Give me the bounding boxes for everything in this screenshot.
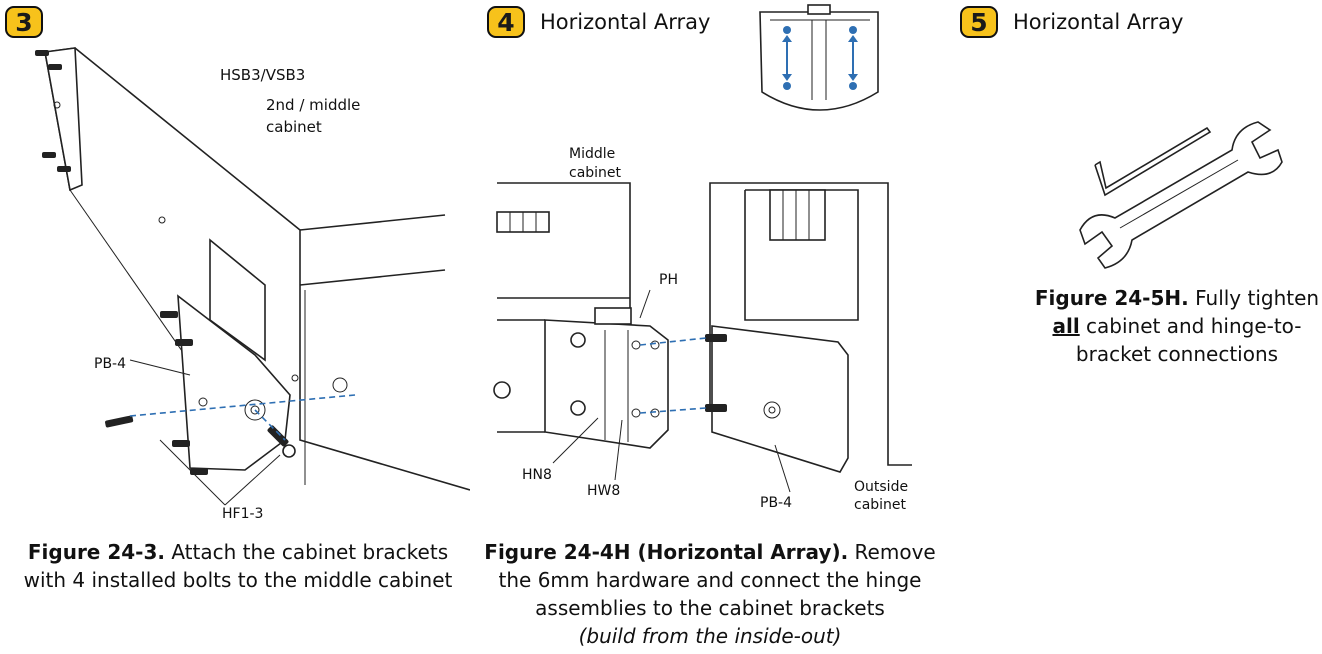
figure-3-illustration [35, 47, 470, 506]
fig3-label-cabinet-1: 2nd / middle [266, 96, 361, 114]
fig4-label-middle-2: cabinet [569, 165, 622, 181]
fig4-label-washer: HW8 [587, 483, 621, 499]
figure-5-caption: Figure 24-5H. Fully tighten all cabinet … [1034, 286, 1320, 366]
fig4-label-hinge: PH [659, 272, 678, 288]
fig3-label-bolts: HF1-3 [222, 506, 264, 522]
step-4-title: Horizontal Array [540, 10, 711, 34]
wrench-and-hex-key-icon [1079, 121, 1283, 269]
fig4-label-nut: HN8 [522, 467, 552, 483]
figure-4-caption: Figure 24-4H (Horizontal Array). Remove … [484, 540, 936, 648]
step-5-badge: 5 [960, 6, 998, 38]
fig3-label-cabinet-2: cabinet [266, 118, 322, 136]
figure-4-illustration [493, 4, 1283, 493]
step-5-title: Horizontal Array [1013, 10, 1184, 34]
step-4-badge: 4 [487, 6, 525, 38]
fig3-label-model: HSB3/VSB3 [220, 66, 306, 84]
inset-top-view [759, 4, 879, 111]
fig3-label-bracket: PB-4 [94, 356, 127, 372]
fig4-label-middle-1: Middle [569, 146, 616, 162]
fig4-label-bracket: PB-4 [760, 495, 793, 511]
fig4-label-outside-1: Outside [854, 479, 909, 495]
fig4-label-outside-2: cabinet [854, 497, 907, 513]
step-3-badge: 3 [5, 6, 43, 38]
figure-3-caption: Figure 24-3. Attach the cabinet brackets… [23, 540, 453, 592]
